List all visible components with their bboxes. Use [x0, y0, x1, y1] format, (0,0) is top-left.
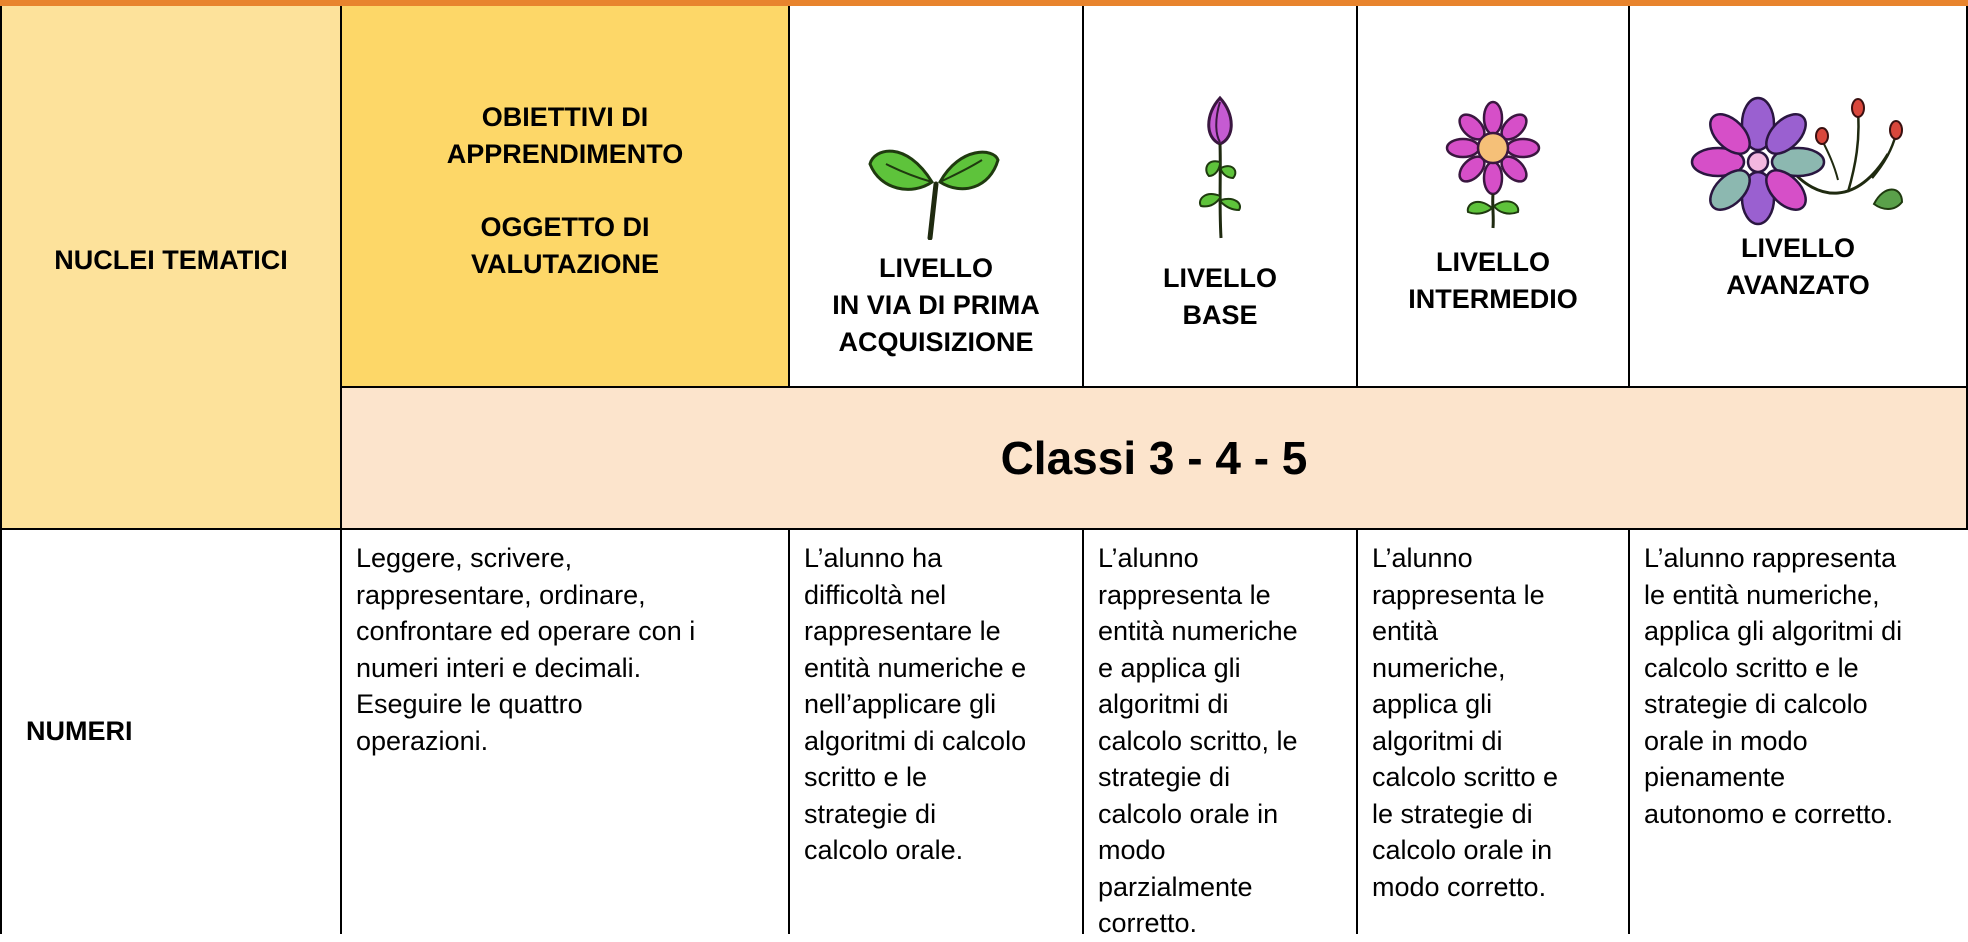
- classi-label: Classi 3 - 4 - 5: [1000, 432, 1308, 484]
- obiettivi-line-2: APPRENDIMENTO: [446, 139, 684, 169]
- level-label-base: LIVELLO BASE: [1163, 260, 1277, 334]
- descrittore-line: difficoltà nel: [804, 579, 947, 610]
- descrittore-line: corretto.: [1098, 908, 1198, 938]
- obiettivo-line: confrontare ed operare con i: [356, 616, 696, 646]
- descrittore-line: L’alunno ha: [804, 543, 943, 573]
- descrittore-line: calcolo scritto e le: [1644, 652, 1859, 683]
- descrittore-line: modo: [1098, 835, 1166, 865]
- level-label-line: ACQUISIZIONE: [838, 327, 1034, 357]
- evaluation-table: NUCLEI TEMATICI OBIETTIVI DI APPRENDIMEN…: [0, 6, 1968, 938]
- level-label-prima-acquisizione: LIVELLO IN VIA DI PRIMA ACQUISIZIONE: [832, 250, 1040, 361]
- descrittore-line: rappresentare le: [804, 616, 1001, 646]
- obiettivi-text: OBIETTIVI DI APPRENDIMENTO OGGETTO DI VA…: [447, 99, 684, 283]
- level-header-base: LIVELLO BASE: [1084, 6, 1358, 388]
- descrittore-line: applica gli algoritmi di: [1644, 616, 1903, 646]
- level-label-line: LIVELLO: [1741, 233, 1855, 263]
- descrittore-line: calcolo orale.: [804, 835, 964, 865]
- classi-banner: Classi 3 - 4 - 5: [342, 388, 1968, 530]
- nucleo-label: NUMERI: [26, 715, 133, 746]
- descrittore-line: L’alunno rappresenta: [1644, 543, 1897, 573]
- descrittore-line: algoritmi di: [1372, 725, 1503, 756]
- descrittore-line: modo corretto.: [1372, 871, 1547, 902]
- level-label-avanzato: LIVELLO AVANZATO: [1726, 230, 1870, 304]
- obiettivi-line-1: OBIETTIVI DI: [481, 102, 649, 132]
- obiettivo-line: numeri interi e decimali.: [356, 652, 642, 683]
- descrittore-intermedio: L’alunno rappresenta le entità numeriche…: [1358, 530, 1630, 934]
- descrittore-line: algoritmi di: [1098, 689, 1229, 719]
- level-label-line: INTERMEDIO: [1408, 284, 1578, 314]
- level-label-line: LIVELLO: [1435, 247, 1550, 277]
- descrittore-line: strategie di: [1098, 762, 1231, 792]
- descrittore-line: parzialmente: [1098, 871, 1253, 902]
- nuclei-tematici-label: NUCLEI TEMATICI: [54, 244, 288, 275]
- descrittore-avanzato: L’alunno rappresenta le entità numeriche…: [1630, 530, 1968, 934]
- descrittore-line: strategie di: [804, 798, 937, 829]
- descrittore-line: e applica gli: [1098, 652, 1241, 683]
- descrittore-line: algoritmi di calcolo: [804, 725, 1027, 756]
- level-label-line: BASE: [1182, 300, 1258, 330]
- obiettivo-line: operazioni.: [356, 725, 489, 756]
- descrittore-line: applica gli: [1372, 689, 1493, 719]
- obiettivo-cell: Leggere, scrivere, rappresentare, ordina…: [342, 530, 790, 934]
- level-header-avanzato: LIVELLO AVANZATO: [1630, 6, 1968, 388]
- flower-bud-icon: [1199, 95, 1241, 239]
- sprout-icon: [868, 149, 1000, 240]
- descrittore-prima-acquisizione: L’alunno ha difficoltà nel rappresentare…: [790, 530, 1084, 934]
- top-accent-bar: [0, 0, 1968, 6]
- descrittore-line: entità numeriche e: [804, 652, 1027, 683]
- oggetto-line-1: OGGETTO DI: [480, 212, 650, 242]
- level-label-line: IN VIA DI PRIMA: [832, 290, 1040, 320]
- descrittore-line: rappresenta le: [1372, 579, 1545, 610]
- descrittore-line: orale in modo: [1644, 725, 1808, 756]
- oggetto-line-2: VALUTAZIONE: [471, 249, 659, 279]
- level-header-prima-acquisizione: LIVELLO IN VIA DI PRIMA ACQUISIZIONE: [790, 6, 1084, 388]
- descrittore-line: le strategie di: [1372, 798, 1533, 829]
- descrittore-line: le entità numeriche,: [1644, 579, 1880, 610]
- obiettivi-header: OBIETTIVI DI APPRENDIMENTO OGGETTO DI VA…: [342, 6, 790, 388]
- level-label-line: LIVELLO: [878, 253, 993, 283]
- descrittore-line: L’alunno: [1098, 543, 1199, 573]
- descrittore-base: L’alunno rappresenta le entità numeriche…: [1084, 530, 1358, 938]
- descrittore-line: calcolo orale in: [1372, 835, 1553, 865]
- nucleo-cell: NUMERI: [0, 530, 342, 934]
- blooming-branch-icon: [1690, 96, 1904, 226]
- obiettivo-line: Eseguire le quattro: [356, 689, 583, 719]
- descrittore-line: strategie di calcolo: [1644, 689, 1868, 719]
- descrittore-line: entità numeriche: [1098, 616, 1298, 646]
- descrittore-line: autonomo e corretto.: [1644, 798, 1894, 829]
- nuclei-tematici-header: NUCLEI TEMATICI: [0, 6, 342, 530]
- descrittore-line: pienamente: [1644, 762, 1786, 792]
- obiettivo-line: Leggere, scrivere,: [356, 543, 573, 573]
- descrittore-line: nell’applicare gli: [804, 689, 997, 719]
- level-header-intermedio: LIVELLO INTERMEDIO: [1358, 6, 1630, 388]
- obiettivo-line: rappresentare, ordinare,: [356, 579, 646, 610]
- descrittore-line: calcolo scritto, le: [1098, 725, 1298, 756]
- descrittore-line: calcolo scritto e: [1372, 762, 1559, 792]
- level-label-line: LIVELLO: [1163, 263, 1277, 293]
- descrittore-line: calcolo orale in: [1098, 798, 1279, 829]
- descrittore-line: scritto e le: [804, 762, 928, 792]
- level-label-line: AVANZATO: [1726, 270, 1870, 300]
- descrittore-line: entità: [1372, 616, 1439, 646]
- descrittore-line: numeriche,: [1372, 652, 1506, 683]
- flower-icon: [1445, 100, 1541, 229]
- descrittore-line: L’alunno: [1372, 543, 1473, 573]
- descrittore-line: rappresenta le: [1098, 579, 1271, 610]
- level-label-intermedio: LIVELLO INTERMEDIO: [1408, 244, 1578, 318]
